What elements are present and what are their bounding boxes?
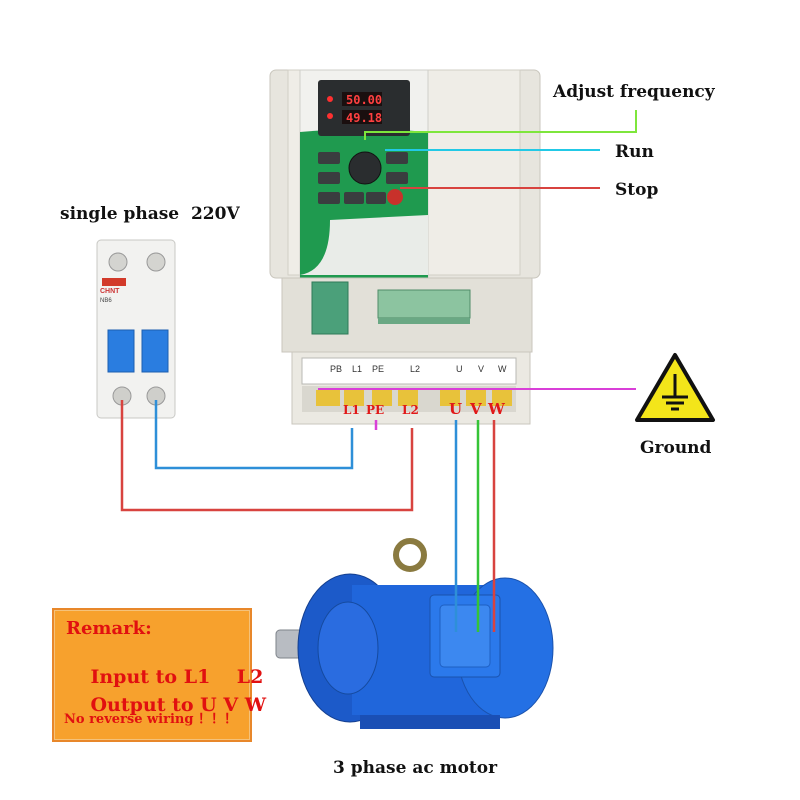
strip-label-pe: PE [372, 364, 385, 374]
strip-label-v: V [478, 364, 485, 374]
l1-wire [154, 400, 354, 470]
ground-warning-icon [635, 353, 715, 422]
circuit-breaker [96, 239, 176, 419]
strip-label-w: W [498, 364, 507, 374]
breaker-model: NB6 [100, 298, 112, 304]
display-line-1: 50.00 [346, 93, 383, 107]
run-label: Run [615, 142, 654, 162]
breaker-brand: CHNT [100, 288, 120, 295]
stop-label: Stop [615, 180, 659, 200]
terminal-w-label: W [488, 400, 505, 418]
remark-box: Remark: Input to L1 L2 Output to U V W N… [52, 608, 266, 742]
l2-wire [120, 400, 414, 512]
strip-label-pb: PB [330, 364, 343, 374]
remark-input-line: Input to L1 L2 [64, 644, 263, 710]
terminal-l1-label: L1 [343, 403, 360, 417]
ac-motor [275, 538, 554, 729]
strip-label-l2: L2 [410, 364, 421, 374]
remark-title: Remark: [66, 618, 152, 639]
strip-label-l1: L1 [352, 364, 363, 374]
display-line-2: 49.18 [346, 111, 383, 125]
motor-label: 3 phase ac motor [333, 758, 498, 778]
strip-label-u: U [456, 364, 463, 374]
remark-input-prefix: Input to [90, 666, 184, 688]
inverter-housing [269, 69, 541, 425]
remark-output-prefix: Output to [90, 694, 201, 716]
remark-input-terms: L1 L2 [183, 666, 264, 688]
remark-output-line: Output to U V W [64, 672, 266, 738]
single-phase-label: single phase 220V [60, 204, 240, 224]
remark-output-terms: U V W [200, 694, 267, 716]
terminal-u-label: U [449, 400, 463, 418]
adjust-frequency-wire [364, 110, 637, 140]
terminal-v-label: V [470, 400, 482, 418]
terminal-pe-label: PE [366, 403, 385, 417]
adjust-frequency-label: Adjust frequency [553, 82, 715, 102]
terminal-l2-label: L2 [402, 403, 419, 417]
ground-label: Ground [640, 438, 712, 458]
remark-warning: No reverse wiring ！！！ [64, 712, 237, 727]
